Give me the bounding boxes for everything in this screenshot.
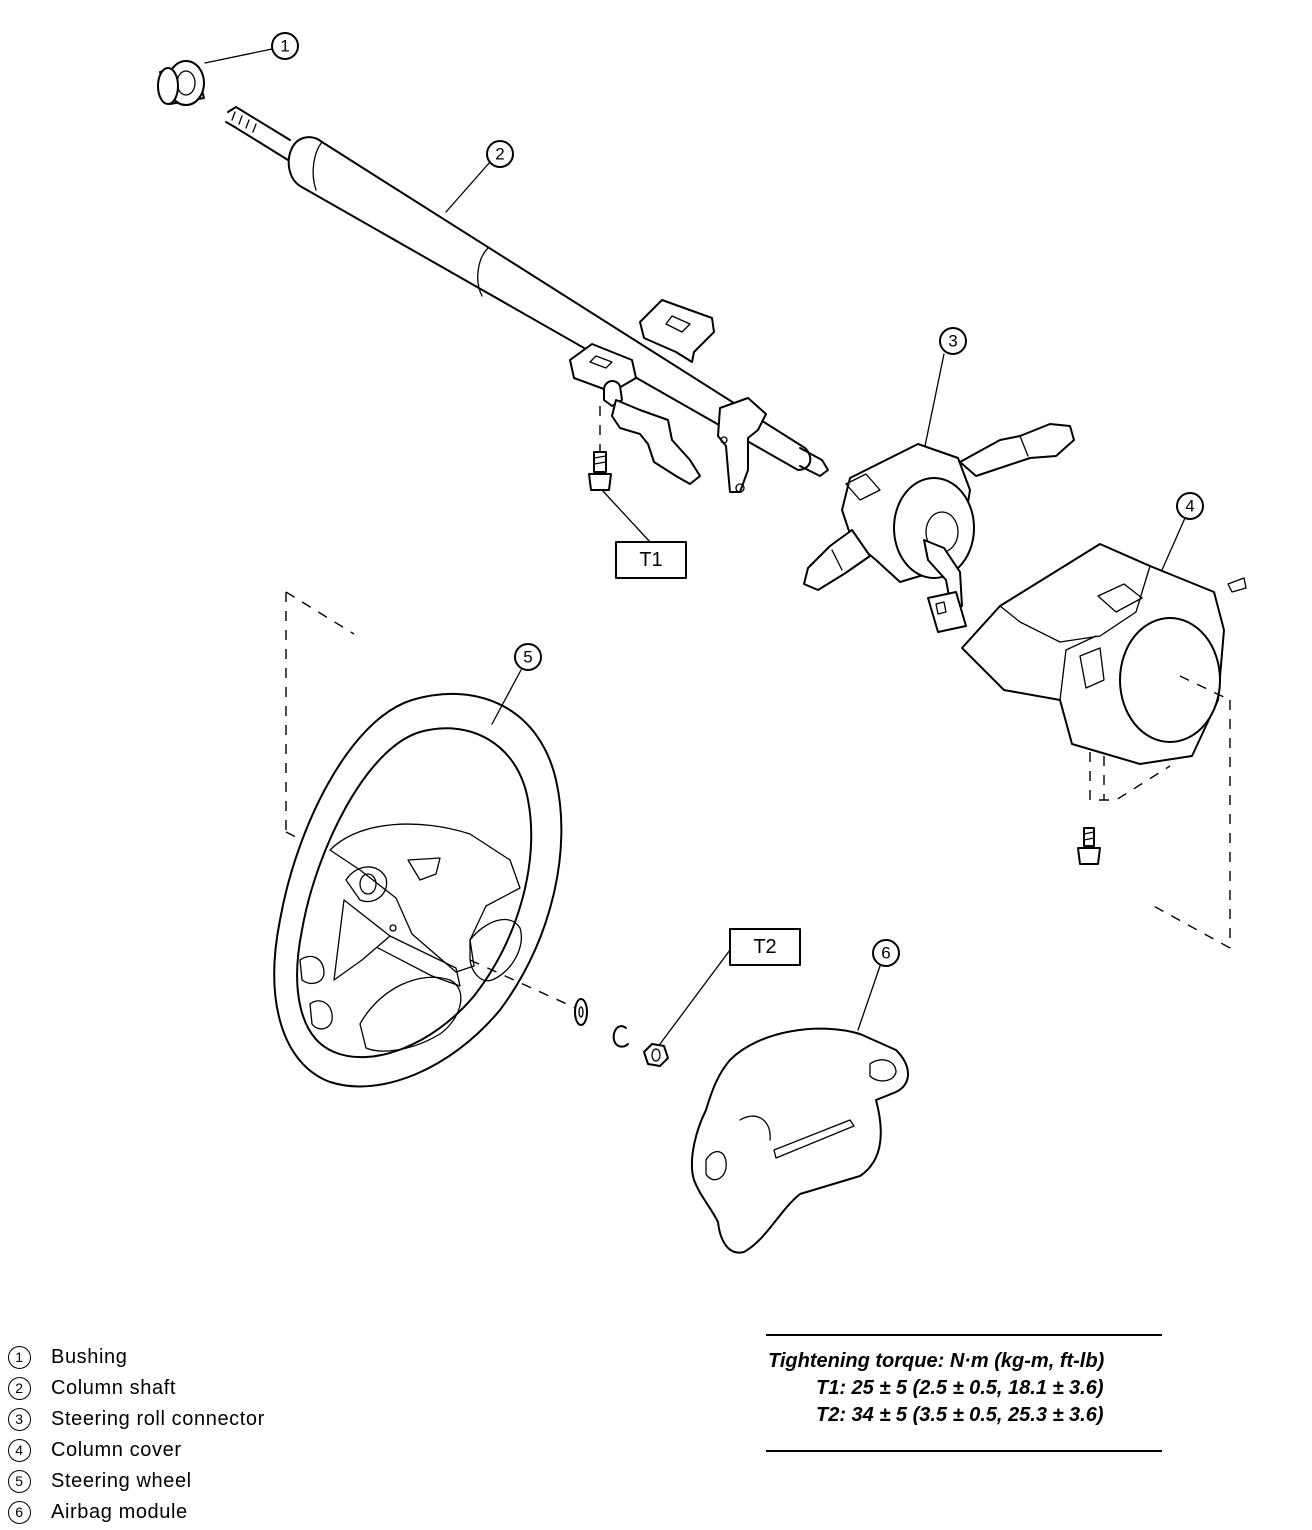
legend-text: Airbag module — [51, 1501, 188, 1523]
callout-1: 1 — [271, 32, 299, 60]
legend-number: 3 — [8, 1408, 31, 1432]
lock-washer — [612, 1025, 629, 1048]
callout-6: 6 — [872, 939, 900, 967]
column-cover-part — [961, 543, 1247, 801]
torque-box-t2: T2 — [729, 928, 801, 966]
parts-legend: 1 Bushing 2 Column shaft 3 Steering roll co… — [8, 1342, 265, 1528]
legend-item: 2 Column shaft — [8, 1373, 265, 1404]
legend-number: 4 — [8, 1439, 31, 1463]
exploded-steering-diagram: 1 2 T1 — [157, 32, 1247, 1254]
legend-item: 3 Steering roll connector — [8, 1404, 265, 1435]
cover-screw — [1077, 827, 1101, 865]
washer — [574, 998, 588, 1026]
legend-text: Steering wheel — [51, 1470, 192, 1492]
steering-wheel-part — [273, 692, 563, 1088]
bushing-part — [157, 60, 205, 106]
svg-text:3: 3 — [948, 332, 957, 351]
legend-text: Steering roll connector — [51, 1408, 265, 1430]
legend-text: Column shaft — [51, 1377, 177, 1399]
svg-text:2: 2 — [495, 145, 504, 164]
callout-3: 3 — [939, 327, 967, 355]
nut-t2 — [643, 1043, 669, 1067]
svg-text:1: 1 — [280, 37, 289, 56]
bolt-t1 — [588, 451, 612, 491]
callout-5: 5 — [514, 643, 542, 671]
legend-text: Bushing — [51, 1346, 128, 1368]
legend-number: 6 — [8, 1501, 31, 1525]
airbag-module-part — [690, 1027, 909, 1254]
torque-box-t1: T1 — [615, 541, 687, 579]
legend-number: 5 — [8, 1470, 31, 1494]
svg-text:5: 5 — [523, 648, 532, 667]
legend-item: 1 Bushing — [8, 1342, 265, 1373]
svg-text:T2: T2 — [753, 936, 776, 958]
torque-title: Tightening torque: N·m (kg-m, ft-lb) — [768, 1350, 1105, 1372]
legend-number: 2 — [8, 1377, 31, 1401]
legend-text: Column cover — [51, 1439, 182, 1461]
legend-number: 1 — [8, 1346, 31, 1370]
legend-item: 5 Steering wheel — [8, 1466, 265, 1497]
svg-text:T1: T1 — [639, 549, 662, 571]
torque-spec-table: Tightening torque: N·m (kg-m, ft-lb) T1:… — [766, 1334, 1162, 1452]
callout-2: 2 — [486, 140, 514, 168]
torque-t2-spec: T2: 34 ± 5 (3.5 ± 0.5, 25.3 ± 3.6) — [816, 1404, 1104, 1426]
legend-item: 6 Airbag module — [8, 1497, 265, 1528]
svg-text:4: 4 — [1185, 497, 1194, 516]
callout-4: 4 — [1176, 492, 1204, 520]
column-shaft-part — [225, 106, 829, 493]
svg-text:6: 6 — [881, 944, 890, 963]
steering-roll-connector-part — [803, 423, 1075, 633]
legend-item: 4 Column cover — [8, 1435, 265, 1466]
torque-t1-spec: T1: 25 ± 5 (2.5 ± 0.5, 18.1 ± 3.6) — [816, 1377, 1104, 1399]
